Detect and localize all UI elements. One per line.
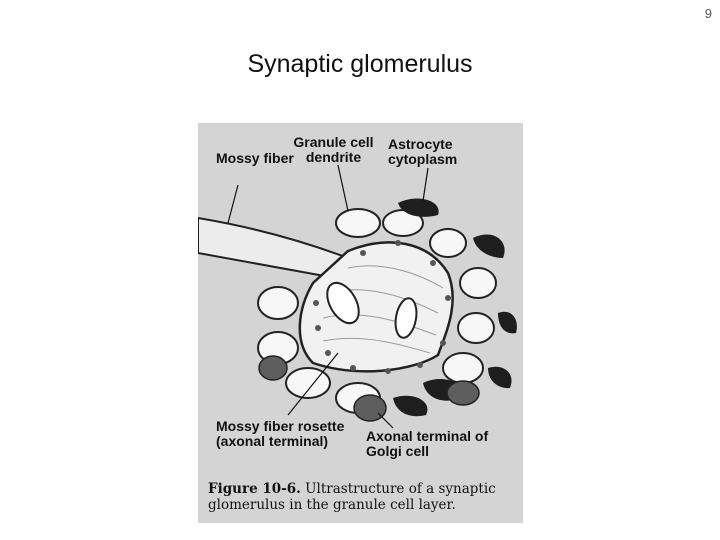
mitochondrion bbox=[394, 297, 418, 339]
label-golgi-terminal: Axonal terminal of Golgi cell bbox=[366, 428, 489, 459]
glomerulus-illustration bbox=[198, 164, 517, 429]
label-mossy-fiber: Mossy fiber bbox=[216, 150, 294, 166]
caption-text: Ultrastructure of a synaptic glomerulus … bbox=[208, 481, 496, 513]
label-astrocyte-cytoplasm: Astrocyte cytoplasm bbox=[388, 136, 458, 167]
slide-title: Synaptic glomerulus bbox=[247, 50, 473, 78]
mitochondrion bbox=[326, 281, 360, 325]
page-number: 9 bbox=[704, 6, 712, 21]
label-mossy-fiber-rosette: Mossy fiber rosette (axonal terminal) bbox=[216, 418, 345, 449]
figure-caption: Figure 10-6. Ultrastructure of a synapti… bbox=[208, 481, 523, 513]
glomerulus-figure: Mossy fiber Granule cell dendrite Astroc… bbox=[198, 123, 523, 523]
label-granule-dendrite: Granule cell dendrite bbox=[293, 134, 374, 165]
caption-figure-ref: Figure 10-6. bbox=[208, 481, 301, 497]
